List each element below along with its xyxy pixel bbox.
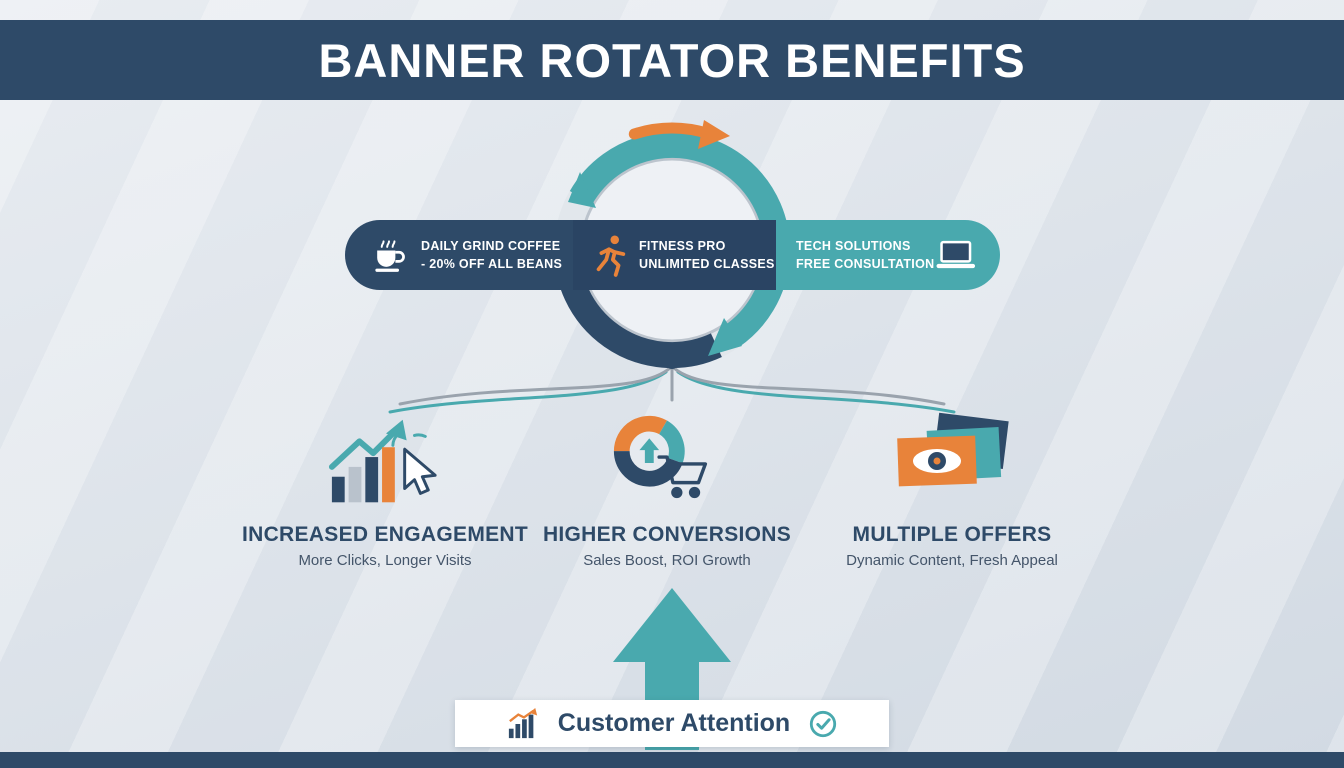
banner-card-fitness: FITNESS PRO UNLIMITED CLASSES — [573, 220, 776, 290]
multiple-offers-eye-icon — [897, 412, 1009, 487]
header-bar: BANNER ROTATOR BENEFITS — [0, 20, 1344, 100]
banner-fitness-line1: FITNESS PRO — [639, 238, 726, 253]
laptop-icon — [936, 240, 976, 268]
page-title: BANNER ROTATOR BENEFITS — [318, 33, 1026, 87]
coffee-icon — [375, 240, 405, 272]
rotate-arrow-orange — [628, 122, 716, 140]
banner-row: DAILY GRIND COFFEE - 20% OFF ALL BEANS F… — [345, 220, 1000, 290]
banner-tech-line2: FREE CONSULTATION — [796, 257, 935, 271]
benefit-conversions: HIGHER CONVERSIONS Sales Boost, ROI Grow… — [507, 403, 827, 569]
banner-coffee-line1: DAILY GRIND COFFEE — [421, 238, 561, 253]
banner-coffee-line2: - 20% OFF ALL BEANS — [421, 257, 563, 271]
banner-card-tech: TECH SOLUTIONS FREE CONSULTATION — [776, 220, 1000, 290]
ring-arrowhead-top-left — [568, 172, 596, 208]
up-arrow-icon — [639, 438, 660, 463]
benefit-title: HIGHER CONVERSIONS — [542, 523, 792, 546]
benefit-subtitle: Sales Boost, ROI Growth — [583, 552, 751, 569]
benefit-subtitle: Dynamic Content, Fresh Appeal — [846, 552, 1058, 569]
benefit-title: INCREASED ENGAGEMENT — [241, 523, 529, 546]
engagement-click-chart-icon — [328, 419, 437, 503]
benefit-engagement: INCREASED ENGAGEMENT More Clicks, Longer… — [225, 403, 545, 569]
benefit-subtitle: More Clicks, Longer Visits — [298, 552, 472, 569]
ring-arrowhead-bottom-right — [708, 318, 742, 356]
attention-arrow-icon — [613, 588, 731, 750]
cursor-icon — [403, 447, 437, 495]
bottom-bar — [0, 752, 1344, 768]
check-circle-icon — [810, 710, 837, 737]
runner-icon — [596, 235, 626, 277]
banner-card-coffee: DAILY GRIND COFFEE - 20% OFF ALL BEANS — [345, 220, 573, 290]
footer-box: Customer Attention — [455, 700, 889, 747]
banner-tech-line1: TECH SOLUTIONS — [796, 238, 911, 253]
benefit-title: MULTIPLE OFFERS — [852, 523, 1052, 546]
banner-fitness-line2: UNLIMITED CLASSES — [639, 257, 775, 271]
conversion-donut-cart-icon — [613, 415, 708, 499]
orange-arrowhead — [698, 120, 730, 149]
bar-chart-icon — [508, 707, 537, 738]
cart-icon — [657, 455, 708, 499]
benefit-offers: MULTIPLE OFFERS Dynamic Content, Fresh A… — [792, 403, 1112, 569]
footer-label: Customer Attention — [557, 709, 791, 737]
